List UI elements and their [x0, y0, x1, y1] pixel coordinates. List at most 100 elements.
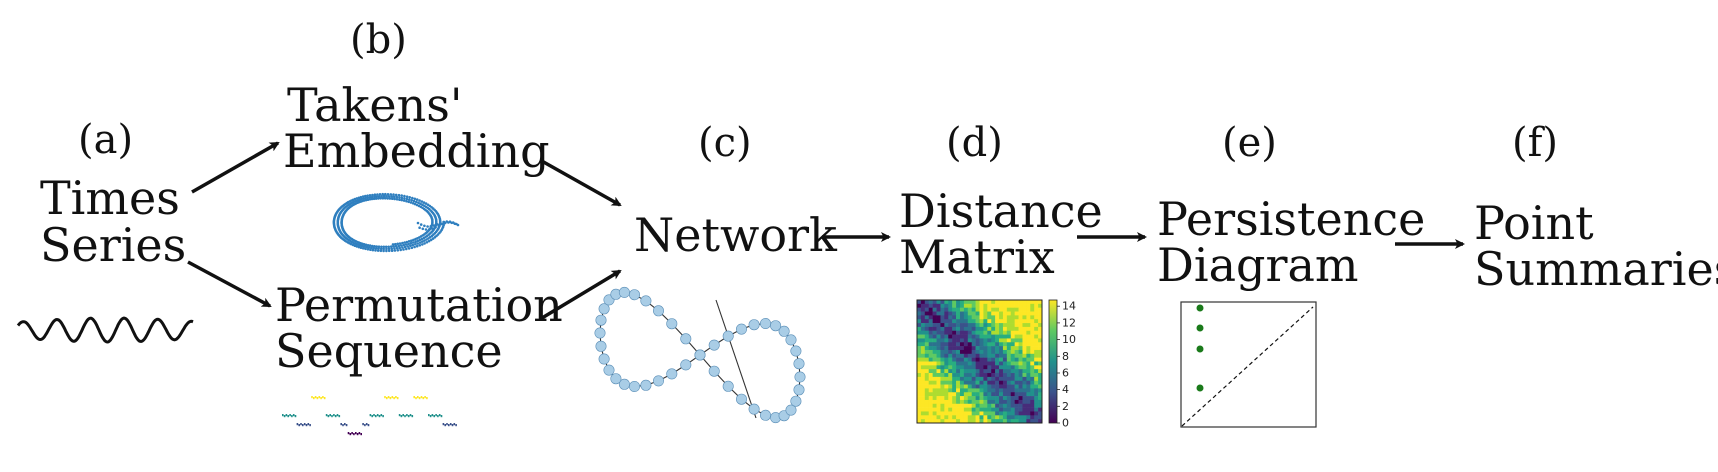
matrix-cell: [983, 411, 988, 416]
matrix-cell: [917, 307, 922, 312]
matrix-cell: [948, 300, 953, 305]
matrix-cell: [944, 323, 949, 328]
matrix-cell: [1038, 373, 1043, 378]
matrix-cell: [1034, 338, 1039, 343]
network-node: [748, 403, 760, 415]
matrix-cell: [995, 342, 1000, 347]
matrix-cell: [1026, 376, 1031, 382]
matrix-cell: [932, 419, 937, 424]
matrix-cell: [944, 326, 949, 332]
matrix-cell: [959, 346, 965, 351]
matrix-cell: [1014, 403, 1019, 408]
matrix-cell: [971, 396, 976, 401]
matrix-cell: [1026, 353, 1031, 358]
matrix-cell: [1026, 403, 1031, 408]
embedding-point: [387, 245, 391, 249]
matrix-cell: [1002, 373, 1008, 378]
matrix-cell: [967, 407, 972, 412]
matrix-cell: [1010, 319, 1015, 324]
permutation-mark: [437, 415, 439, 418]
matrix-cell: [979, 365, 984, 370]
embedding-point: [380, 245, 383, 249]
matrix-cell: [987, 311, 992, 316]
matrix-cell: [991, 342, 996, 347]
matrix-cell: [936, 388, 941, 393]
matrix-cell: [956, 388, 961, 393]
matrix-cell: [924, 323, 930, 328]
matrix-cell: [952, 311, 957, 316]
matrix-cell: [932, 373, 937, 378]
matrix-cell: [995, 369, 1000, 374]
matrix-cell: [1018, 411, 1023, 416]
matrix-cell: [1034, 353, 1039, 358]
embedding-point: [410, 199, 414, 202]
matrix-cell: [924, 411, 930, 416]
matrix-cell: [940, 415, 945, 420]
matrix-cell: [967, 315, 972, 320]
matrix-cell: [1002, 396, 1008, 401]
embedding-point: [410, 246, 414, 250]
embedding-point: [398, 196, 401, 199]
matrix-cell: [959, 300, 965, 305]
matrix-cell: [948, 415, 953, 420]
matrix-cell: [1002, 353, 1008, 358]
colorbar-tick-label: 12: [1062, 316, 1076, 329]
permutation-mark: [431, 414, 434, 417]
matrix-cell: [944, 369, 949, 374]
matrix-cell: [936, 392, 941, 397]
permutation-mark: [333, 414, 335, 417]
matrix-cell: [1026, 300, 1031, 305]
matrix-cell: [967, 384, 972, 389]
matrix-cell: [1006, 365, 1012, 370]
embedding-point: [413, 245, 416, 249]
matrix-cell: [1026, 415, 1031, 420]
matrix-cell: [1006, 357, 1012, 362]
matrix-cell: [1014, 307, 1019, 312]
matrix-cell: [983, 342, 988, 347]
matrix-cell: [1002, 323, 1008, 328]
matrix-cell: [987, 300, 992, 305]
matrix-cell: [944, 334, 949, 339]
matrix-cell: [1026, 342, 1031, 347]
embedding-point: [408, 196, 412, 199]
persistence-label-line1: Persistence: [1157, 192, 1426, 246]
matrix-cell: [1006, 307, 1012, 312]
matrix-cell: [963, 361, 969, 366]
matrix-cell: [917, 403, 922, 408]
matrix-cell: [1030, 380, 1035, 385]
matrix-cell: [1018, 311, 1023, 316]
matrix-cell: [999, 323, 1004, 328]
matrix-cell: [979, 407, 984, 412]
matrix-cell: [1018, 357, 1023, 362]
matrix-cell: [1006, 330, 1012, 335]
panel-tag-b: (b): [350, 17, 407, 63]
matrix-cell: [1018, 330, 1023, 335]
matrix-cell: [932, 349, 937, 355]
matrix-cell: [1002, 349, 1008, 355]
matrix-cell: [999, 326, 1004, 332]
embedding-point: [395, 195, 399, 199]
matrix-cell: [952, 365, 957, 370]
matrix-cell: [936, 357, 941, 362]
network-node: [640, 379, 652, 391]
embedding-point: [386, 193, 390, 196]
matrix-cell: [956, 361, 961, 366]
matrix-cell: [928, 307, 933, 312]
network-node: [666, 368, 678, 380]
embedding-point: [423, 224, 426, 228]
matrix-cell: [944, 373, 949, 378]
embedding-point: [407, 200, 411, 204]
network-node: [666, 318, 678, 330]
matrix-cell: [956, 319, 961, 324]
matrix-cell: [932, 342, 937, 347]
matrix-cell: [952, 415, 957, 420]
matrix-cell: [1026, 396, 1031, 401]
matrix-cell: [1034, 307, 1039, 312]
matrix-cell: [1034, 376, 1039, 382]
permutation-mark: [453, 423, 456, 426]
matrix-cell: [940, 311, 945, 316]
matrix-cell: [975, 380, 980, 385]
matrix-cell: [959, 334, 965, 339]
matrix-cell: [983, 353, 988, 358]
embedding-point: [408, 198, 411, 201]
